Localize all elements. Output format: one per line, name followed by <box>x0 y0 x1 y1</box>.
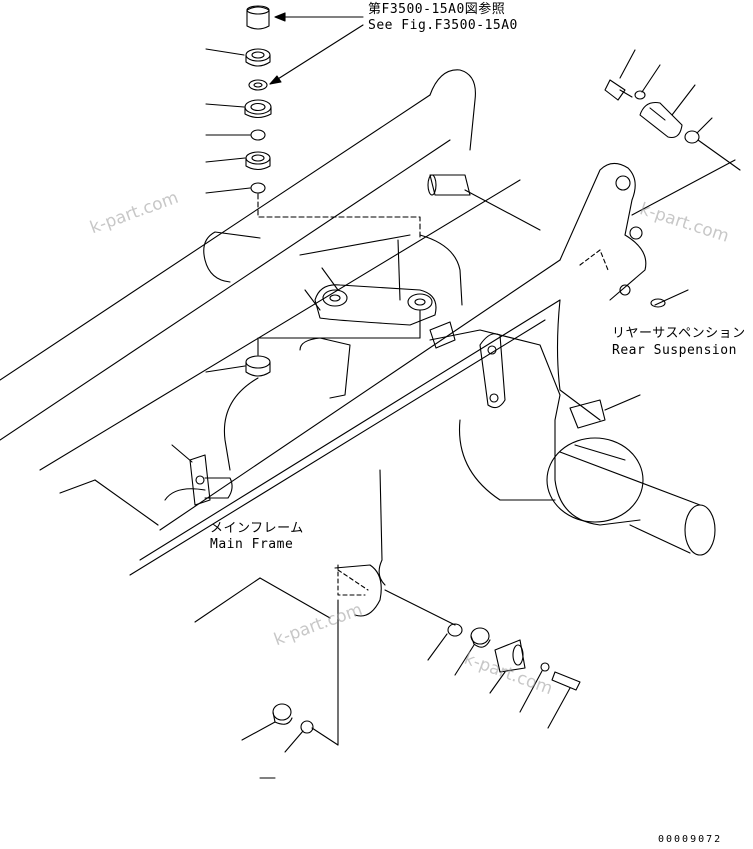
lower-parts <box>194 469 581 779</box>
main-frame-label-en: Main Frame <box>210 537 294 552</box>
drawing-number: 00009072 <box>658 834 723 845</box>
rear-suspension-assembly <box>429 159 736 556</box>
top-left-parts-stack <box>205 5 421 241</box>
reference-label-jp: 第F3500-15A0図参照 <box>368 2 506 17</box>
upper-right-pin-group <box>427 49 741 196</box>
rear-suspension-label-en: Rear Suspension <box>612 343 737 358</box>
rear-suspension-label-jp: リヤーサスペンション <box>612 326 746 341</box>
left-mid-parts <box>59 355 271 526</box>
reference-label-en: See Fig.F3500-15A0 <box>368 18 518 33</box>
main-frame-rails <box>0 69 561 576</box>
main-frame-label-jp: メインフレーム <box>210 521 304 536</box>
center-link-assembly <box>257 234 463 399</box>
